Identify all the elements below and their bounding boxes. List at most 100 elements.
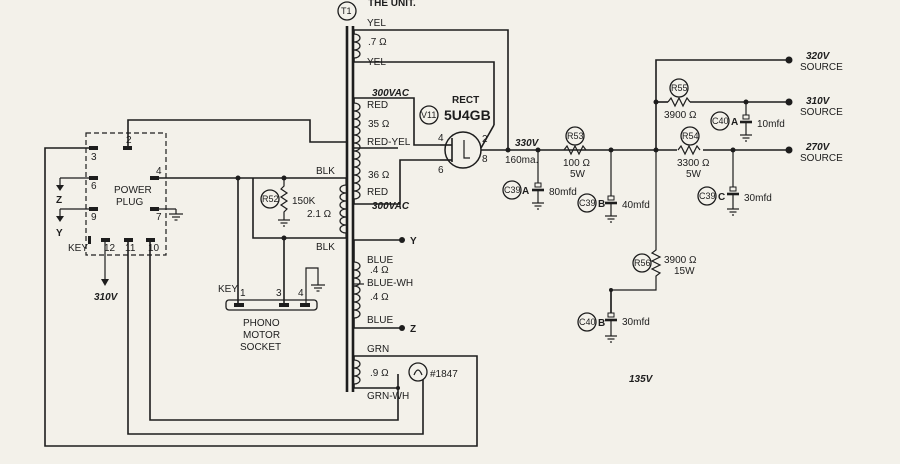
pilot-lamp: #1847 bbox=[408, 362, 458, 382]
phono-pin-1: 1 bbox=[240, 288, 246, 299]
plug-310v-label: 310V bbox=[94, 292, 119, 303]
t1-red-top: RED bbox=[367, 100, 388, 111]
phono-label-1: PHONO bbox=[243, 318, 280, 329]
t1-yel-top: YEL bbox=[367, 18, 386, 29]
t1-grn-wh: GRN-WH bbox=[367, 391, 409, 402]
source-310-voltage: 310V bbox=[806, 96, 831, 107]
t1-blue-bottom: BLUE bbox=[367, 315, 393, 326]
c40a-value: 10mfd bbox=[757, 119, 785, 130]
plug-pin-6 bbox=[89, 176, 98, 180]
t1-primary-ohm: 2.1 Ω bbox=[307, 209, 332, 220]
t1-blue-ohm-bottom: .4 Ω bbox=[370, 292, 389, 303]
c39c-section: C bbox=[718, 192, 725, 203]
r52-ref: R52 bbox=[262, 194, 279, 204]
c40b-capacitor: C40 B 30mfd bbox=[577, 312, 650, 343]
c40a-section: A bbox=[731, 117, 738, 128]
plug-title-1: POWER bbox=[114, 185, 152, 196]
bplus-current: 160ma. bbox=[505, 155, 538, 166]
r54-resistor: R54 3300 Ω 5W bbox=[677, 126, 710, 180]
z-arrow-icon bbox=[56, 185, 64, 191]
plug-title-2: PLUG bbox=[116, 197, 143, 208]
c39a-value: 80mfd bbox=[549, 187, 577, 198]
ground-icon bbox=[169, 213, 183, 221]
c39b-capacitor: C39 B 40mfd bbox=[577, 147, 650, 223]
t1-300vac-bottom: 300VAC bbox=[372, 201, 410, 212]
plug-pin-11 bbox=[124, 238, 133, 242]
y-terminal-label: Y bbox=[410, 236, 417, 247]
plug-pin-6-label: 6 bbox=[91, 181, 97, 192]
t1-blk-top: BLK bbox=[316, 166, 335, 177]
c39a-capacitor: C39 A 80mfd bbox=[502, 147, 577, 210]
c39c-capacitor: C39 C 30mfd bbox=[697, 147, 772, 216]
r55-resistor: R55 3900 Ω bbox=[664, 78, 697, 121]
c39b-value: 40mfd bbox=[622, 200, 650, 211]
v135-label: 135V bbox=[629, 374, 654, 385]
c39b-ref: C39 bbox=[579, 198, 596, 208]
rect-pin-4: 4 bbox=[438, 133, 444, 144]
plug-pin-9 bbox=[89, 207, 98, 211]
r55-ref: R55 bbox=[671, 83, 688, 93]
plug-pin-12-label: 12 bbox=[104, 243, 116, 254]
power-plug-body bbox=[85, 132, 167, 256]
rect-type: 5U4GB bbox=[444, 107, 491, 123]
rectifier-tube: RECT 5U4GB V11 4 6 2 8 bbox=[419, 95, 500, 176]
plug-z-label: Z bbox=[56, 195, 62, 206]
r53-watts: 5W bbox=[570, 169, 586, 180]
bplus-voltage: 330V bbox=[515, 138, 540, 149]
c39a-ref: C39 bbox=[504, 185, 521, 195]
r56-ref: R56 bbox=[634, 258, 651, 268]
plug-pin-10 bbox=[146, 238, 155, 242]
phono-motor-socket: KEY 1 3 4 PHONO MOTOR SOCKET bbox=[218, 284, 318, 353]
c39c-ref: C39 bbox=[699, 191, 716, 201]
y-arrow-icon bbox=[56, 216, 64, 222]
plug-pin-11-label: 11 bbox=[125, 243, 136, 254]
rect-pin-2: 2 bbox=[482, 134, 488, 145]
rect-ref: V11 bbox=[421, 110, 436, 120]
phono-label-3: SOCKET bbox=[240, 342, 281, 353]
c40a-ref: C40 bbox=[712, 116, 729, 126]
v310-arrow-icon bbox=[101, 279, 109, 286]
source-270-terminal bbox=[785, 146, 793, 154]
phono-key-label: KEY bbox=[218, 284, 238, 295]
plug-pin-7 bbox=[150, 207, 159, 211]
t1-ref: T1 bbox=[341, 6, 352, 16]
r53-resistor: R53 100 Ω 5W bbox=[563, 126, 590, 180]
t1-yel-ohm: .7 Ω bbox=[368, 37, 387, 48]
plug-pin-9-label: 9 bbox=[91, 212, 97, 223]
r53-ref: R53 bbox=[567, 131, 584, 141]
r53-value: 100 Ω bbox=[563, 158, 590, 169]
t1-yel-bottom: YEL bbox=[367, 57, 386, 68]
rect-label: RECT bbox=[452, 95, 479, 106]
c39b-section: B bbox=[598, 199, 605, 210]
t1-red-yel: RED-YEL bbox=[367, 137, 411, 148]
t1-grn: GRN bbox=[367, 344, 389, 355]
plug-pin-7-label: 7 bbox=[156, 212, 162, 223]
t1-blue-wh: BLUE-WH bbox=[367, 278, 413, 289]
plug-pin-10-label: 10 bbox=[148, 243, 160, 254]
r52-value: 150K bbox=[292, 196, 316, 207]
transformer-t1: T1 BLK 2.1 Ω BLK YEL .7 Ω YEL 300VAC RED… bbox=[307, 1, 509, 402]
rect-pin-6: 6 bbox=[438, 165, 444, 176]
ground-icon bbox=[311, 284, 325, 292]
plug-pin-2-label: 2 bbox=[126, 135, 132, 146]
plug-pin-12 bbox=[101, 238, 110, 242]
phono-pin-4: 4 bbox=[298, 288, 304, 299]
source-270-voltage: 270V bbox=[805, 142, 831, 153]
r56-resistor: R56 3900 Ω 15W bbox=[610, 150, 697, 313]
c40a-capacitor: C40 A 10mfd bbox=[710, 99, 785, 142]
r56-watts: 15W bbox=[674, 266, 695, 277]
t1-300vac-top: 300VAC bbox=[372, 88, 410, 99]
rect-pin-8: 8 bbox=[482, 154, 488, 165]
header-text: THE UNIT. bbox=[368, 0, 416, 9]
c40b-value: 30mfd bbox=[622, 317, 650, 328]
t1-blue-ohm-top: .4 Ω bbox=[370, 265, 389, 276]
plug-y-label: Y bbox=[56, 228, 63, 239]
c39c-value: 30mfd bbox=[744, 193, 772, 204]
z-terminal-label: Z bbox=[410, 324, 416, 335]
plug-pin-3 bbox=[89, 146, 98, 150]
r55-value: 3900 Ω bbox=[664, 110, 697, 121]
r54-ref: R54 bbox=[682, 131, 699, 141]
phono-label-2: MOTOR bbox=[243, 330, 280, 341]
t1-blk-bottom: BLK bbox=[316, 242, 335, 253]
plug-key bbox=[88, 236, 91, 244]
